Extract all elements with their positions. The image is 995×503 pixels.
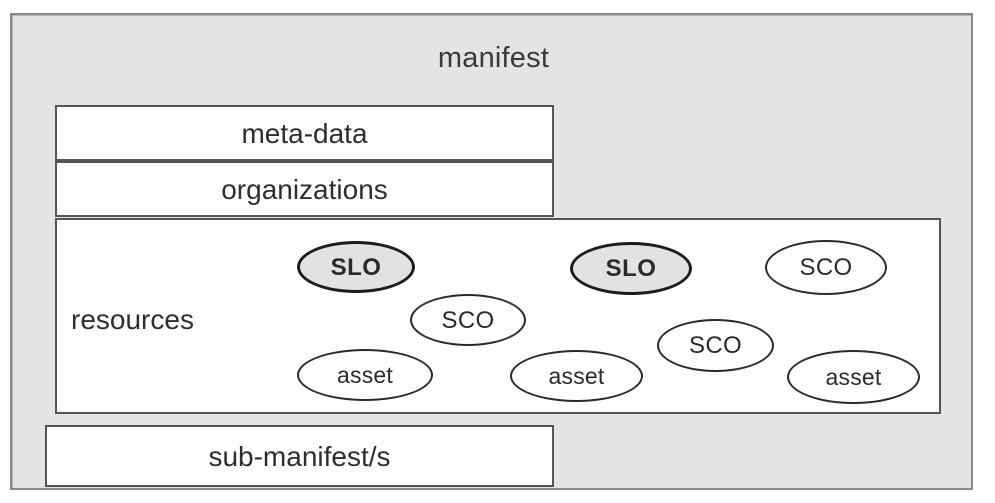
organizations-box: organizations	[55, 161, 554, 217]
meta-data-box: meta-data	[55, 105, 554, 161]
node-sco-1: SCO	[765, 240, 887, 295]
sub-manifest-label: sub-manifest/s	[208, 441, 391, 472]
node-sco-3: SCO	[657, 319, 774, 372]
resources-box: resources SLO SLO SCO SCO SCO	[55, 218, 941, 414]
node-sco-2-label: SCO	[441, 306, 495, 334]
node-asset-3-label: asset	[825, 363, 882, 390]
node-asset-1: asset	[297, 349, 433, 401]
sub-manifest-box: sub-manifest/s	[45, 425, 554, 487]
organizations-label: organizations	[221, 174, 388, 205]
node-sco-2: SCO	[410, 294, 526, 346]
node-sco-1-label: SCO	[799, 254, 853, 281]
node-slo-2-label: SLO	[605, 255, 657, 282]
node-asset-2: asset	[510, 350, 643, 402]
node-slo-2: SLO	[570, 242, 692, 295]
node-sco-3-label: SCO	[689, 332, 742, 359]
node-asset-2-label: asset	[548, 362, 605, 389]
manifest-title: manifest	[437, 42, 550, 74]
node-slo-1-label: SLO	[330, 253, 382, 281]
resources-label: resources	[71, 304, 194, 335]
node-asset-3: asset	[787, 350, 920, 404]
manifest-container: manifest meta-data organizations resourc…	[10, 13, 973, 490]
meta-data-label: meta-data	[241, 118, 368, 149]
node-slo-1: SLO	[297, 241, 415, 293]
node-asset-1-label: asset	[337, 361, 393, 388]
